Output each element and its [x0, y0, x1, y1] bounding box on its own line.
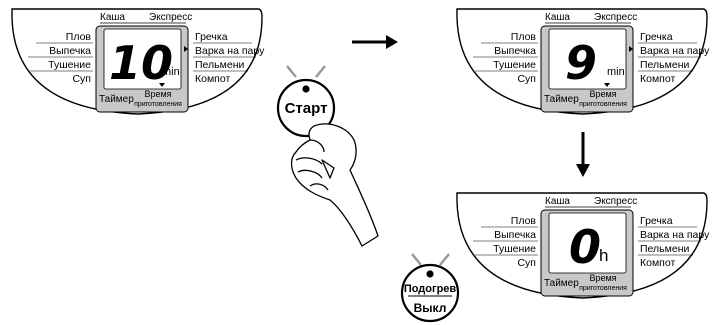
program-tushenie: Тушение: [48, 59, 91, 71]
indicator-ray-icon: [411, 253, 422, 266]
program-vypechka: Выпечка: [494, 45, 536, 57]
label-cook-time-2: приготовления: [579, 285, 627, 292]
indicator-down-icon: [604, 83, 610, 87]
label-express: Экспресс: [149, 12, 192, 23]
lcd-digits-2: 9: [565, 36, 597, 90]
left-program-list: Плов Выпечка Тушение Суп: [473, 31, 538, 85]
program-steam: Варка на пару: [640, 45, 710, 57]
label-kasha: Каша: [100, 12, 125, 23]
start-button[interactable]: Старт: [276, 65, 336, 138]
indicator-ray-icon: [315, 65, 326, 78]
warm-button-label: Подогрев: [404, 283, 457, 295]
control-panel-3: Каша Экспресс Плов Выпечка Тушение Суп Г…: [456, 192, 710, 299]
program-tushenie: Тушение: [493, 59, 536, 71]
label-timer: Таймер: [544, 94, 579, 105]
program-vypechka: Выпечка: [49, 45, 91, 57]
pointing-hand-icon: [290, 123, 379, 247]
off-button-label: Выкл: [414, 301, 447, 315]
label-cook-time: Время: [589, 89, 616, 99]
program-grechka: Гречка: [640, 31, 673, 43]
label-cook-time: Время: [589, 273, 616, 283]
indicator-right-icon: [629, 46, 633, 52]
arrow-down-icon: [576, 132, 590, 177]
program-plov: Плов: [511, 31, 537, 43]
indicator-ray-icon: [286, 65, 297, 78]
label-kasha: Каша: [545, 12, 570, 23]
lcd-digits-1: 10: [109, 36, 173, 90]
program-kompot: Компот: [195, 73, 230, 85]
start-button-label: Старт: [285, 100, 328, 117]
left-program-list: Плов Выпечка Тушение Суп: [28, 31, 93, 85]
led-indicator-icon: [302, 85, 310, 93]
lcd-digits-3: 0: [569, 220, 601, 274]
label-timer: Таймер: [544, 278, 579, 289]
right-program-list: Гречка Варка на пару Пельмени Компот: [193, 31, 265, 85]
warm-off-button[interactable]: Подогрев Выкл: [400, 253, 460, 323]
control-panel-1: Каша Экспресс Плов Выпечка Тушение Суп Г…: [11, 8, 265, 115]
led-indicator-icon: [426, 270, 434, 278]
right-program-list: Гречка Варка на пару Пельмени Компот: [638, 31, 710, 85]
program-steam: Варка на пару: [640, 229, 710, 241]
program-pelmeni: Пельмени: [195, 59, 244, 71]
left-program-list: Плов Выпечка Тушение Суп: [473, 215, 538, 269]
program-vypechka: Выпечка: [494, 229, 536, 241]
lcd-unit-1: min: [162, 66, 180, 78]
label-timer: Таймер: [99, 94, 134, 105]
program-pelmeni: Пельмени: [640, 59, 689, 71]
indicator-down-icon: [159, 83, 165, 87]
program-steam: Варка на пару: [195, 45, 265, 57]
label-cook-time-2: приготовления: [579, 101, 627, 108]
label-cook-time: Время: [144, 89, 171, 99]
program-kompot: Компот: [640, 73, 675, 85]
lcd-unit-2: min: [607, 66, 625, 78]
arrow-right-icon: [352, 35, 398, 49]
label-kasha: Каша: [545, 196, 570, 207]
program-grechka: Гречка: [640, 215, 673, 227]
program-sup: Суп: [517, 257, 536, 269]
indicator-ray-icon: [439, 253, 450, 266]
label-express: Экспресс: [594, 12, 637, 23]
control-panel-2: Каша Экспресс Плов Выпечка Тушение Суп Г…: [456, 8, 710, 115]
program-sup: Суп: [72, 73, 91, 85]
lcd-unit-3: h: [599, 246, 608, 265]
program-tushenie: Тушение: [493, 243, 536, 255]
program-sup: Суп: [517, 73, 536, 85]
program-plov: Плов: [511, 215, 537, 227]
label-express: Экспресс: [594, 196, 637, 207]
program-grechka: Гречка: [195, 31, 228, 43]
program-kompot: Компот: [640, 257, 675, 269]
program-pelmeni: Пельмени: [640, 243, 689, 255]
right-program-list: Гречка Варка на пару Пельмени Компот: [638, 215, 710, 269]
indicator-right-icon: [184, 46, 188, 52]
program-plov: Плов: [66, 31, 92, 43]
label-cook-time-2: приготовления: [134, 101, 182, 108]
